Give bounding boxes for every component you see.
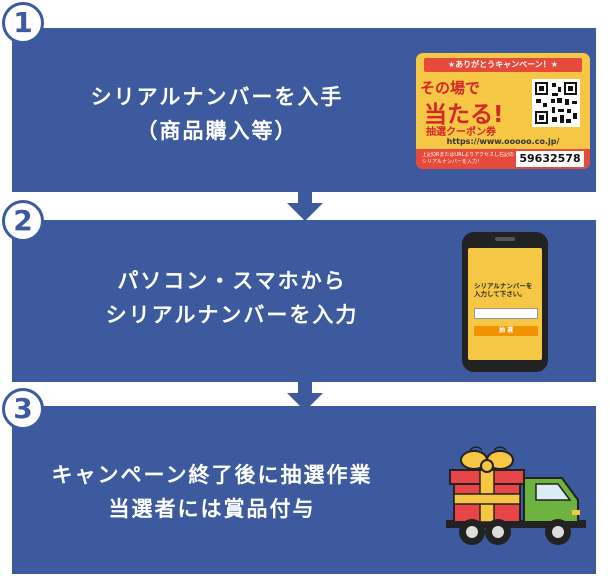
step-3-line-1: キャンペーン終了後に抽選作業 xyxy=(51,463,373,487)
step-1-panel: シリアルナンバーを入手 （商品購入等） ★ありがとうキャンペーン！★ その場で … xyxy=(12,28,596,192)
step-3-text: キャンペーン終了後に抽選作業 当選者には賞品付与 xyxy=(22,458,402,526)
coupon-card: ★ありがとうキャンペーン！★ その場で 当たる! 抽選クーポン券 https:/… xyxy=(416,53,590,169)
phone-prompt: シリアルナンバーを入力して下さい。 xyxy=(474,282,533,298)
serial-input-field xyxy=(474,308,538,319)
coupon-headline-3: 抽選クーポン券 xyxy=(426,127,496,138)
coupon-headline-2: 当たる! xyxy=(424,102,504,128)
coupon-banner: ★ありがとうキャンペーン！★ xyxy=(424,58,582,72)
down-arrow-icon xyxy=(287,381,323,411)
step-2-line-2: シリアルナンバーを入力 xyxy=(105,303,359,327)
phone-screen: シリアルナンバーを入力して下さい。 抽 選 xyxy=(468,248,542,360)
coupon-serial-number: 59632578 xyxy=(516,151,584,167)
step-3-line-2: 当選者には賞品付与 xyxy=(108,497,316,521)
step-3-number: 3 xyxy=(2,388,44,430)
step-2-text: パソコン・スマホから シリアルナンバーを入力 xyxy=(42,264,422,332)
smartphone-icon: シリアルナンバーを入力して下さい。 抽 選 xyxy=(462,232,548,372)
lottery-button: 抽 選 xyxy=(474,326,538,336)
down-arrow-icon xyxy=(287,191,323,221)
step-3-panel: キャンペーン終了後に抽選作業 当選者には賞品付与 xyxy=(12,406,596,574)
step-1-line-1: シリアルナンバーを入手 xyxy=(90,85,344,109)
coupon-url: https://www.ooooo.co.jp/ xyxy=(446,137,560,146)
step-2-panel: パソコン・スマホから シリアルナンバーを入力 シリアルナンバーを入力して下さい。… xyxy=(12,220,596,382)
step-1-text: シリアルナンバーを入手 （商品購入等） xyxy=(52,80,382,148)
qr-code-icon xyxy=(532,79,580,127)
coupon-footer: 上記QRまたはURLよりアクセスし右記のシリアルナンバーを入力！ 5963257… xyxy=(416,149,590,169)
coupon-headline-1: その場で xyxy=(420,79,481,97)
phone-speaker xyxy=(495,237,515,241)
gift-box-icon xyxy=(449,446,525,523)
step-1-number: 1 xyxy=(2,2,44,44)
coupon-note: 上記QRまたはURLよりアクセスし右記のシリアルナンバーを入力！ xyxy=(422,152,514,165)
delivery-truck-icon xyxy=(446,446,586,545)
step-1-line-2: （商品購入等） xyxy=(136,119,298,143)
step-2-line-1: パソコン・スマホから xyxy=(117,269,347,293)
step-2-number: 2 xyxy=(2,200,44,242)
